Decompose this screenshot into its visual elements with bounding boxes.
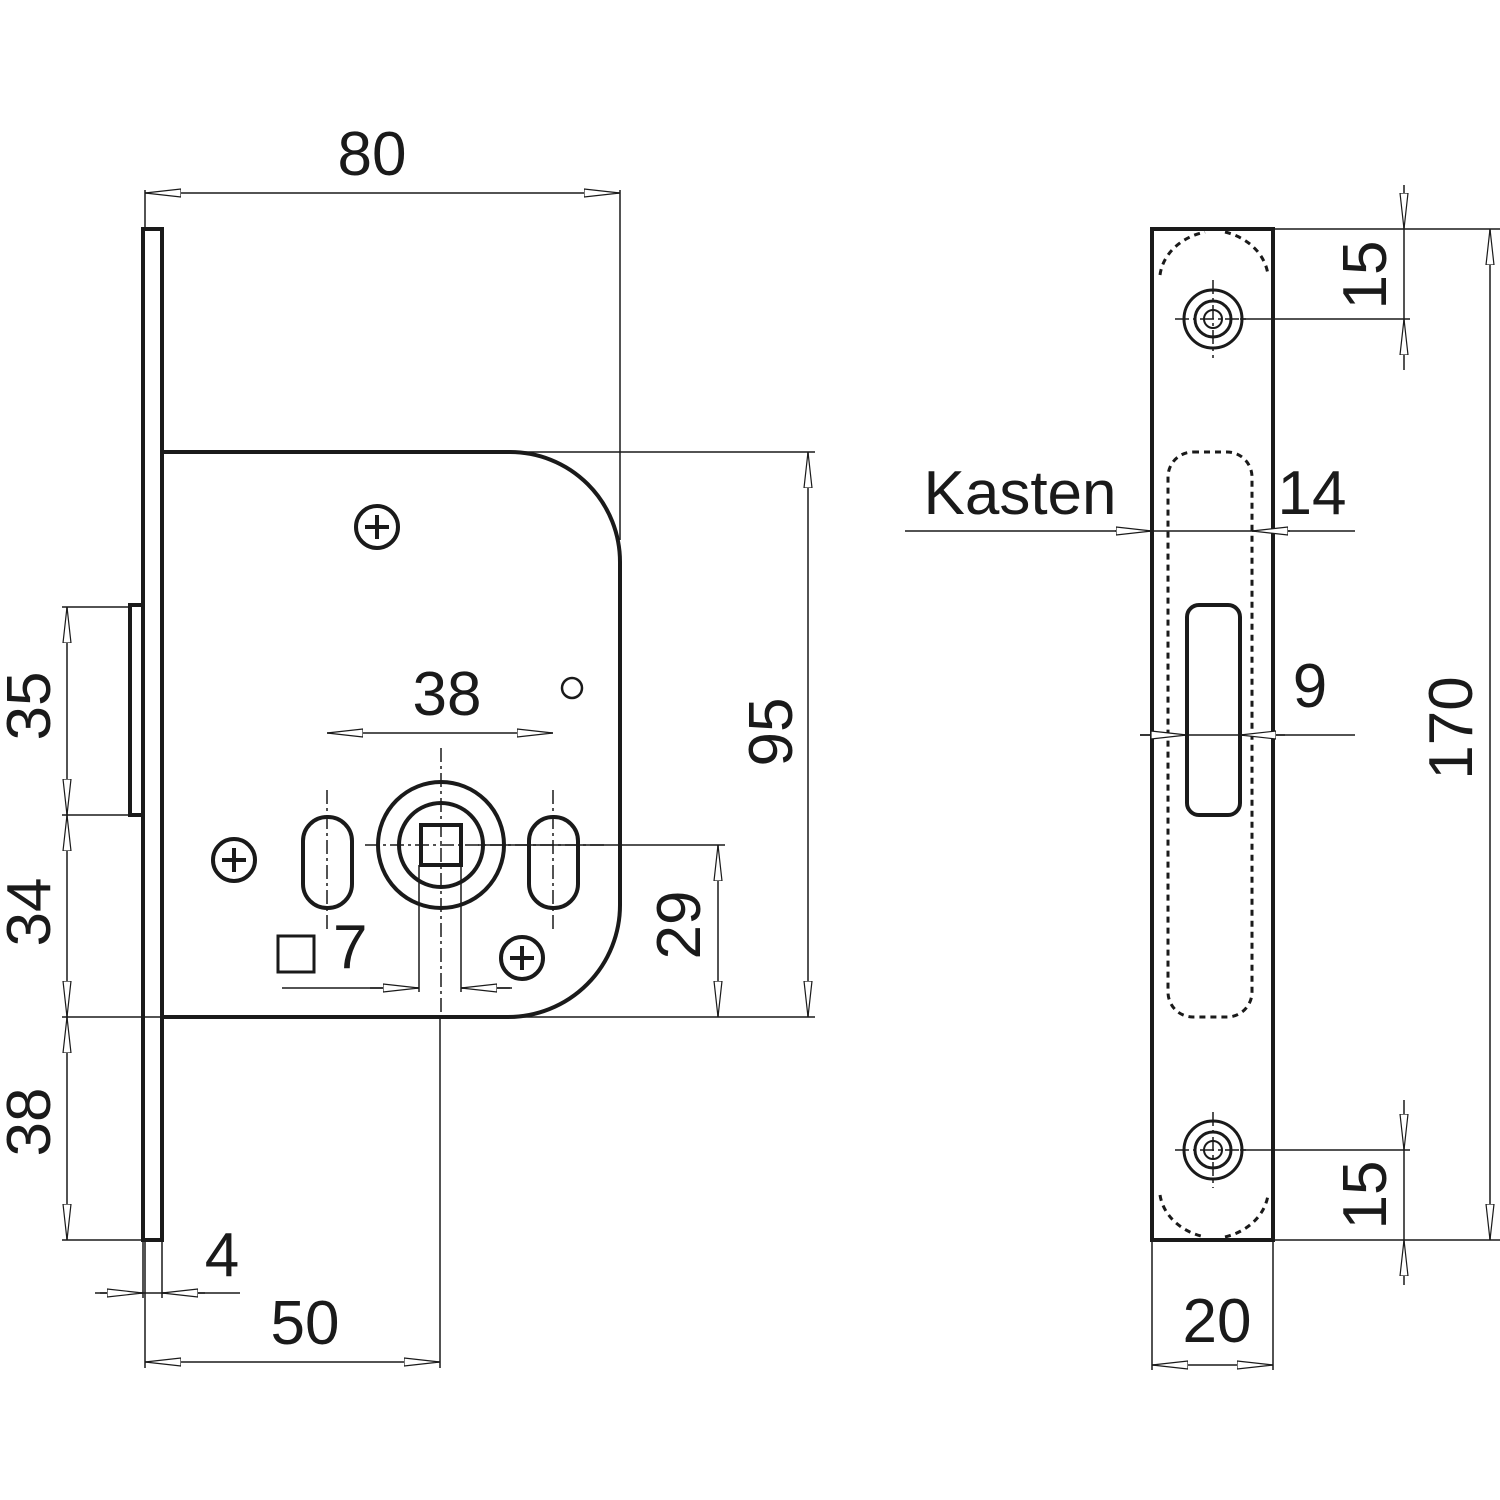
dim-spindle-square: 7 <box>333 913 367 982</box>
dim-spindle-height: 29 <box>645 891 714 960</box>
latch-slot <box>1185 603 1242 817</box>
latch <box>128 603 145 817</box>
dim-faceplate-thickness: 4 <box>205 1221 239 1290</box>
screw-icon <box>499 935 545 981</box>
square-symbol <box>276 934 316 974</box>
dim-latch-to-case: 34 <box>0 878 64 947</box>
small-hole <box>560 676 584 700</box>
dim-latch: 35 <box>0 672 64 741</box>
dim-total-height: 170 <box>1417 676 1486 779</box>
screw-hole-top <box>1175 280 1250 358</box>
dim-top-screw: 15 <box>1331 241 1400 310</box>
dim-backset: 50 <box>271 1289 340 1358</box>
dim-case-width: 14 <box>1278 459 1347 528</box>
lock-case <box>162 450 622 1019</box>
screw-icon <box>211 837 257 883</box>
side-view: 15 15 170 20 Kasten 14 9 <box>905 185 1500 1370</box>
front-view: 7 80 95 35 34 38 38 29 4 50 <box>0 120 815 1368</box>
dim-bottom-screw: 15 <box>1331 1161 1400 1230</box>
dim-case-height: 95 <box>737 698 806 767</box>
kasten-label: Kasten <box>923 459 1116 528</box>
dim-width: 80 <box>338 120 407 189</box>
dim-case-to-bottom: 38 <box>0 1088 64 1157</box>
screw-icon <box>354 504 400 550</box>
dim-width-side: 20 <box>1183 1287 1252 1356</box>
dim-hole-spacing: 38 <box>413 660 482 729</box>
screw-hole-bottom <box>1175 1112 1250 1188</box>
dim-slot-width: 9 <box>1293 652 1327 721</box>
faceplate <box>141 227 164 1242</box>
